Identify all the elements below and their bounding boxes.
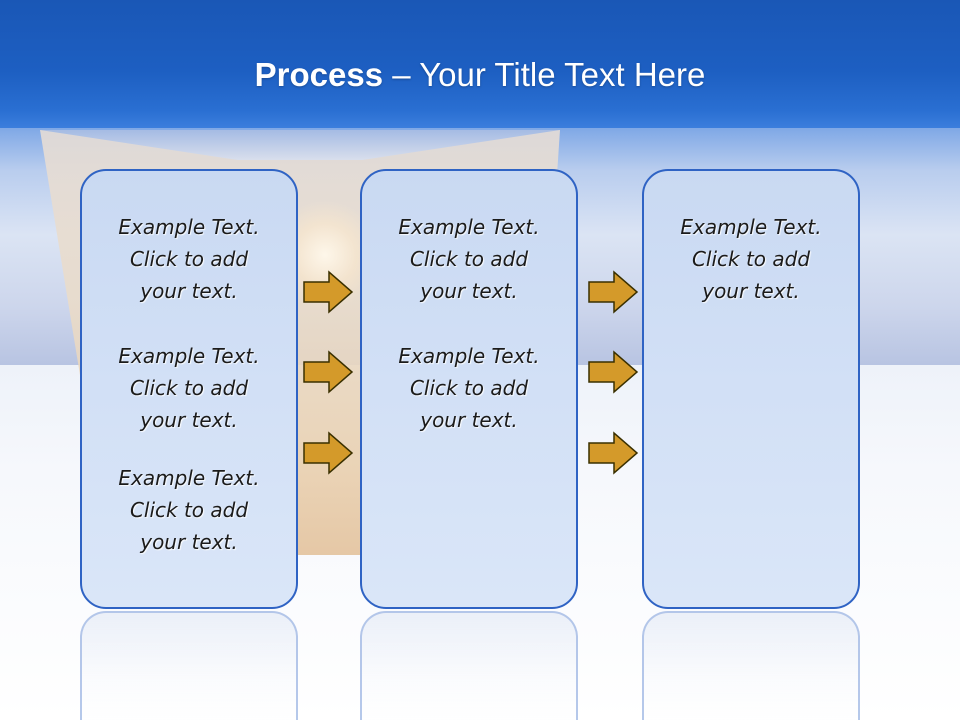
process-box-2[interactable]: Example Text. Click to add your text. Ex…: [360, 169, 578, 609]
text-line: Example Text.: [118, 466, 260, 490]
text-line: Example Text.: [398, 215, 540, 239]
box-reflection-1: [80, 611, 298, 720]
text-line: Example Text.: [118, 215, 260, 239]
title-bold: Process: [254, 56, 384, 93]
text-line: Click to add: [129, 247, 249, 271]
text-line: your text.: [140, 279, 238, 303]
right-arrow-icon[interactable]: [587, 350, 639, 394]
right-arrow-icon[interactable]: [587, 270, 639, 314]
right-arrow-icon[interactable]: [302, 350, 354, 394]
title-bar: [0, 0, 960, 130]
text-line: Example Text.: [398, 344, 540, 368]
text-line: Click to add: [691, 247, 811, 271]
title-rest: – Your Title Text Here: [383, 56, 706, 93]
text-block[interactable]: Example Text. Click to add your text.: [362, 340, 576, 436]
text-line: Click to add: [409, 376, 529, 400]
text-line: Click to add: [129, 498, 249, 522]
slide-title[interactable]: Process – Your Title Text Here: [0, 52, 960, 98]
process-box-3[interactable]: Example Text. Click to add your text.: [642, 169, 860, 609]
box-reflection-2: [360, 611, 578, 720]
text-line: Click to add: [129, 376, 249, 400]
text-line: your text.: [140, 408, 238, 432]
right-arrow-icon[interactable]: [587, 431, 639, 475]
text-block[interactable]: Example Text. Click to add your text.: [82, 340, 296, 436]
text-line: Example Text.: [118, 344, 260, 368]
text-line: Example Text.: [680, 215, 822, 239]
right-arrow-icon[interactable]: [302, 431, 354, 475]
text-block[interactable]: Example Text. Click to add your text.: [82, 462, 296, 558]
box-reflection-3: [642, 611, 860, 720]
text-line: your text.: [702, 279, 800, 303]
text-line: your text.: [420, 408, 518, 432]
process-box-1[interactable]: Example Text. Click to add your text. Ex…: [80, 169, 298, 609]
text-line: your text.: [140, 530, 238, 554]
text-line: your text.: [420, 279, 518, 303]
text-line: Click to add: [409, 247, 529, 271]
text-block[interactable]: Example Text. Click to add your text.: [644, 211, 858, 307]
text-block[interactable]: Example Text. Click to add your text.: [82, 211, 296, 307]
text-block[interactable]: Example Text. Click to add your text.: [362, 211, 576, 307]
right-arrow-icon[interactable]: [302, 270, 354, 314]
